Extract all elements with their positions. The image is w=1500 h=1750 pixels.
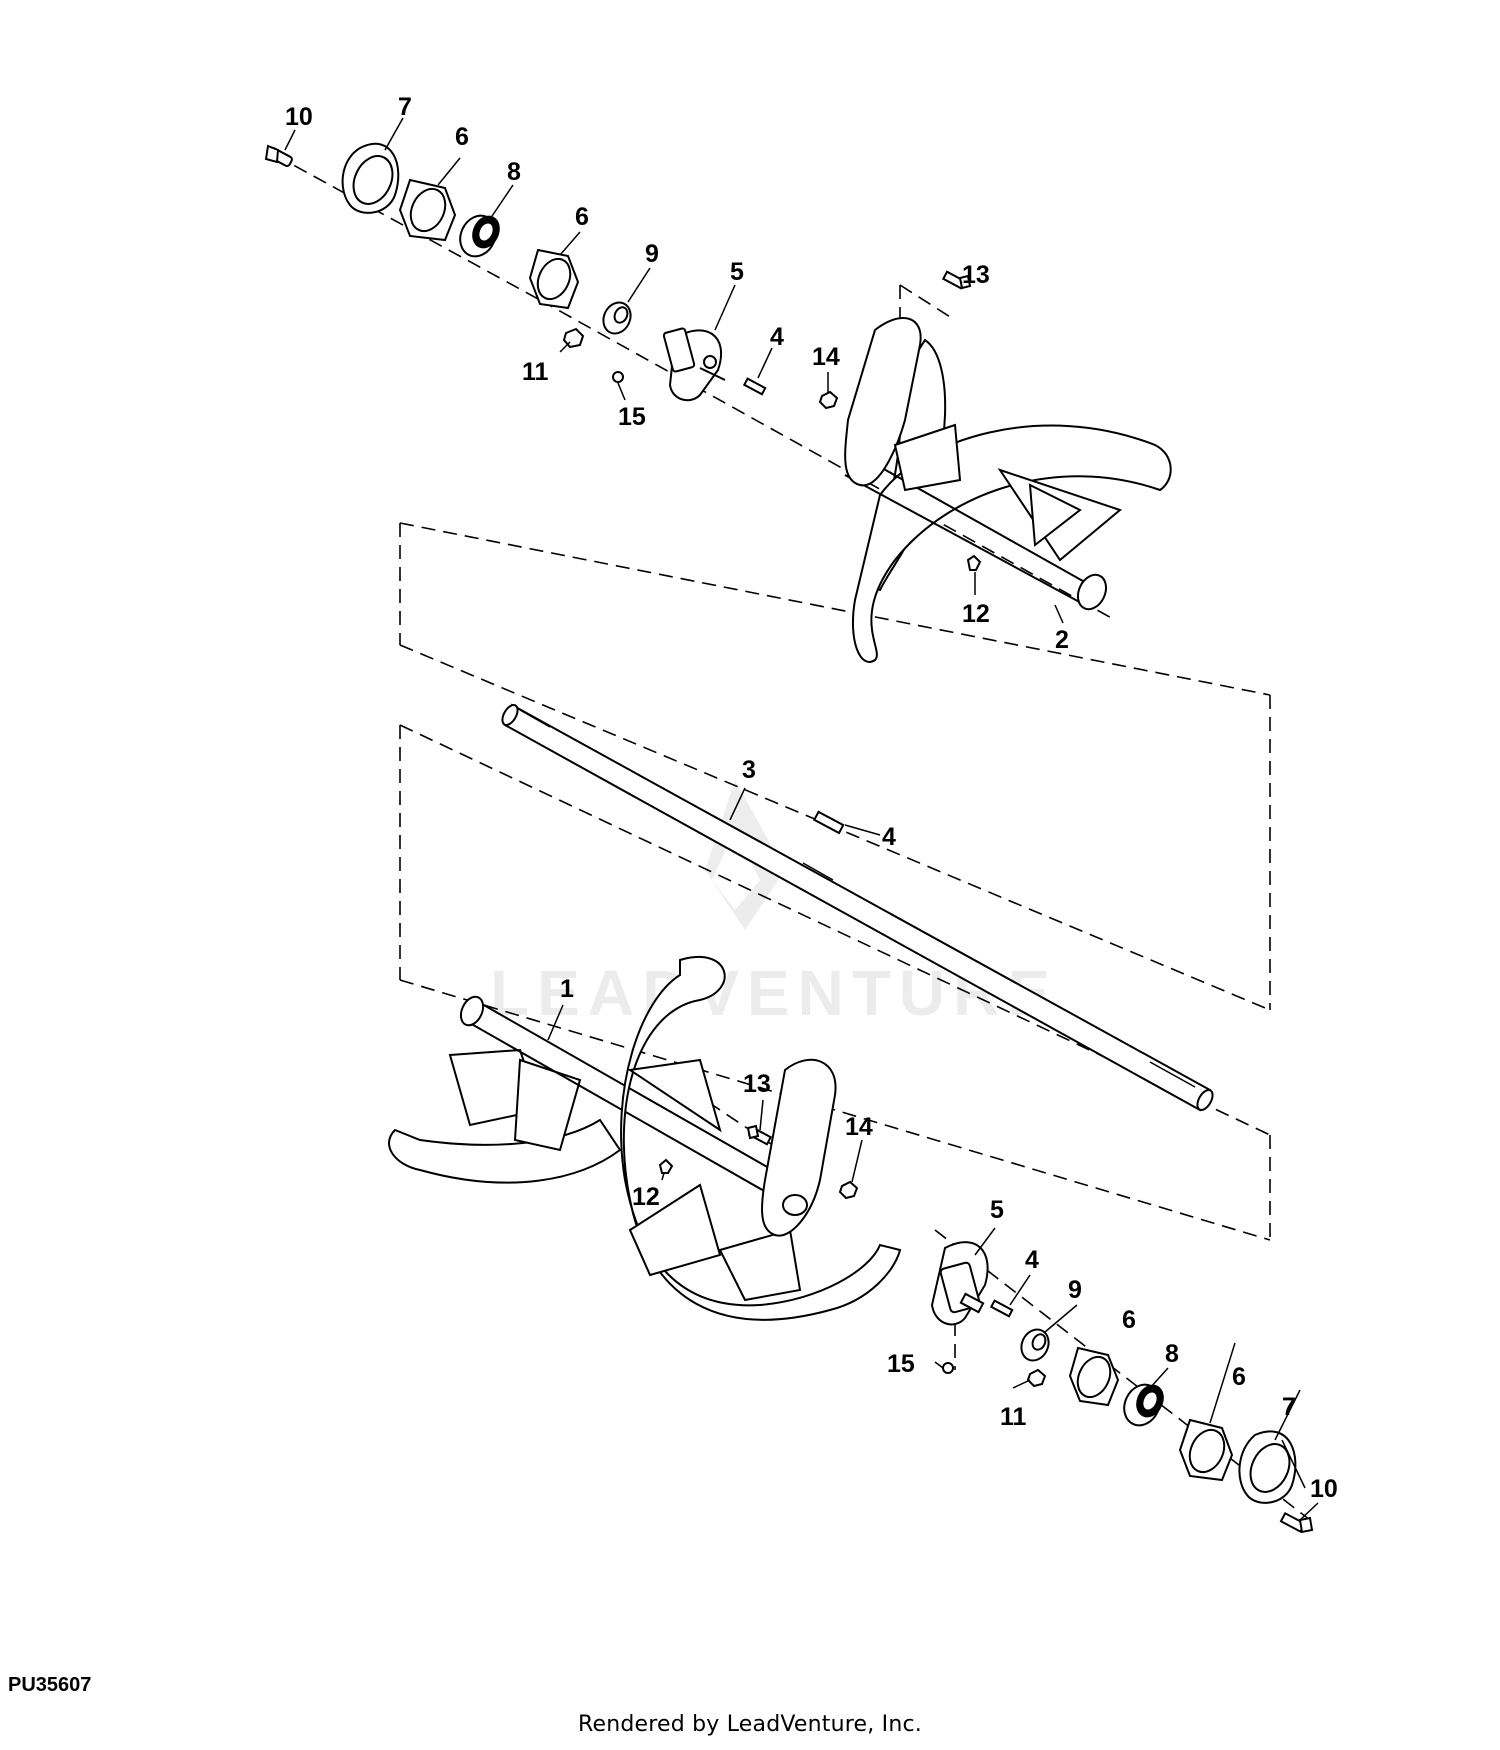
- callout-5-top: 5: [730, 258, 744, 286]
- nut-12-top: [966, 554, 982, 571]
- nut-11-bottom: [1026, 1368, 1047, 1388]
- auger-1: [388, 956, 902, 1321]
- callout-6-bottom-b: 6: [1232, 1363, 1246, 1391]
- callout-9-bottom: 9: [1068, 1276, 1082, 1304]
- screw-15-bottom: [942, 1362, 954, 1374]
- callout-5-bottom: 5: [990, 1196, 1004, 1224]
- flange-6-bottom-a: [1068, 1346, 1120, 1407]
- callout-6-bottom-a: 6: [1122, 1306, 1136, 1334]
- callout-11-bottom: 11: [1000, 1403, 1027, 1431]
- top-hardware-stack: [264, 142, 972, 410]
- plate-5-top: [662, 327, 726, 402]
- bolt-10-bottom: [1279, 1511, 1314, 1534]
- callout-8-bottom: 8: [1165, 1340, 1179, 1368]
- callout-15-bottom: 15: [887, 1350, 915, 1378]
- bearing-8-bottom: [1123, 1383, 1164, 1427]
- callout-11-top: 11: [522, 358, 549, 386]
- flange-6-top-a: [398, 178, 457, 242]
- nut-14-top: [818, 390, 839, 410]
- callout-7-bottom: 7: [1282, 1393, 1296, 1421]
- flange-7-top: [341, 142, 400, 214]
- callout-4-bottom: 4: [1025, 1246, 1039, 1274]
- callout-14-top: 14: [812, 343, 840, 371]
- bolt-10-top: [264, 144, 293, 167]
- screw-15-top: [612, 371, 624, 383]
- callout-14-bottom: 14: [845, 1113, 873, 1141]
- bolt-13-bottom: [746, 1124, 773, 1146]
- key-4-shaft: [812, 810, 845, 835]
- flange-6-top-b: [528, 248, 580, 310]
- render-credit: Rendered by LeadVenture, Inc.: [578, 1712, 922, 1737]
- bushing-9-top: [602, 301, 632, 335]
- callout-6-top-b: 6: [575, 203, 589, 231]
- flange-7-bottom: [1238, 1430, 1297, 1504]
- callout-12-top: 12: [962, 600, 990, 628]
- key-4-bottom: [989, 1299, 1014, 1318]
- callout-13-bottom: 13: [743, 1070, 771, 1098]
- callout-4-shaft: 4: [882, 823, 896, 851]
- bolt-13-top: [941, 270, 972, 290]
- callout-7-top: 7: [398, 93, 412, 121]
- bottom-hardware-stack: [746, 1124, 1314, 1534]
- callout-3: 3: [742, 756, 756, 784]
- callout-10-top: 10: [285, 103, 313, 131]
- shaft-3: [501, 703, 1214, 1112]
- callouts: 10 7 6 8 6 9 5 11 15 4 14 13 12 2 3 4 1 …: [285, 93, 1338, 1503]
- callout-15-top: 15: [618, 403, 646, 431]
- figure-id: PU35607: [8, 1674, 92, 1696]
- watermark: LEADVENTURE: [490, 780, 1050, 1029]
- callout-8-top: 8: [507, 158, 521, 186]
- callout-6-top-a: 6: [455, 123, 469, 151]
- auger-2: [844, 317, 1172, 663]
- bearing-8-top: [459, 214, 500, 258]
- callout-1: 1: [560, 975, 574, 1003]
- plate-5-bottom: [930, 1241, 989, 1326]
- flange-6-bottom-b: [1178, 1418, 1234, 1482]
- callout-12-bottom: 12: [632, 1183, 660, 1211]
- callout-4-top: 4: [770, 323, 784, 351]
- nut-12-bottom: [658, 1158, 674, 1174]
- callout-13-top: 13: [962, 261, 990, 289]
- bushing-9-bottom: [1020, 1328, 1050, 1362]
- callout-10-bottom: 10: [1310, 1475, 1338, 1503]
- callout-2: 2: [1055, 626, 1069, 654]
- key-4-top: [742, 377, 767, 396]
- nut-14-bottom: [838, 1180, 859, 1200]
- callout-9-top: 9: [645, 240, 659, 268]
- leader-lines: [284, 117, 1319, 1521]
